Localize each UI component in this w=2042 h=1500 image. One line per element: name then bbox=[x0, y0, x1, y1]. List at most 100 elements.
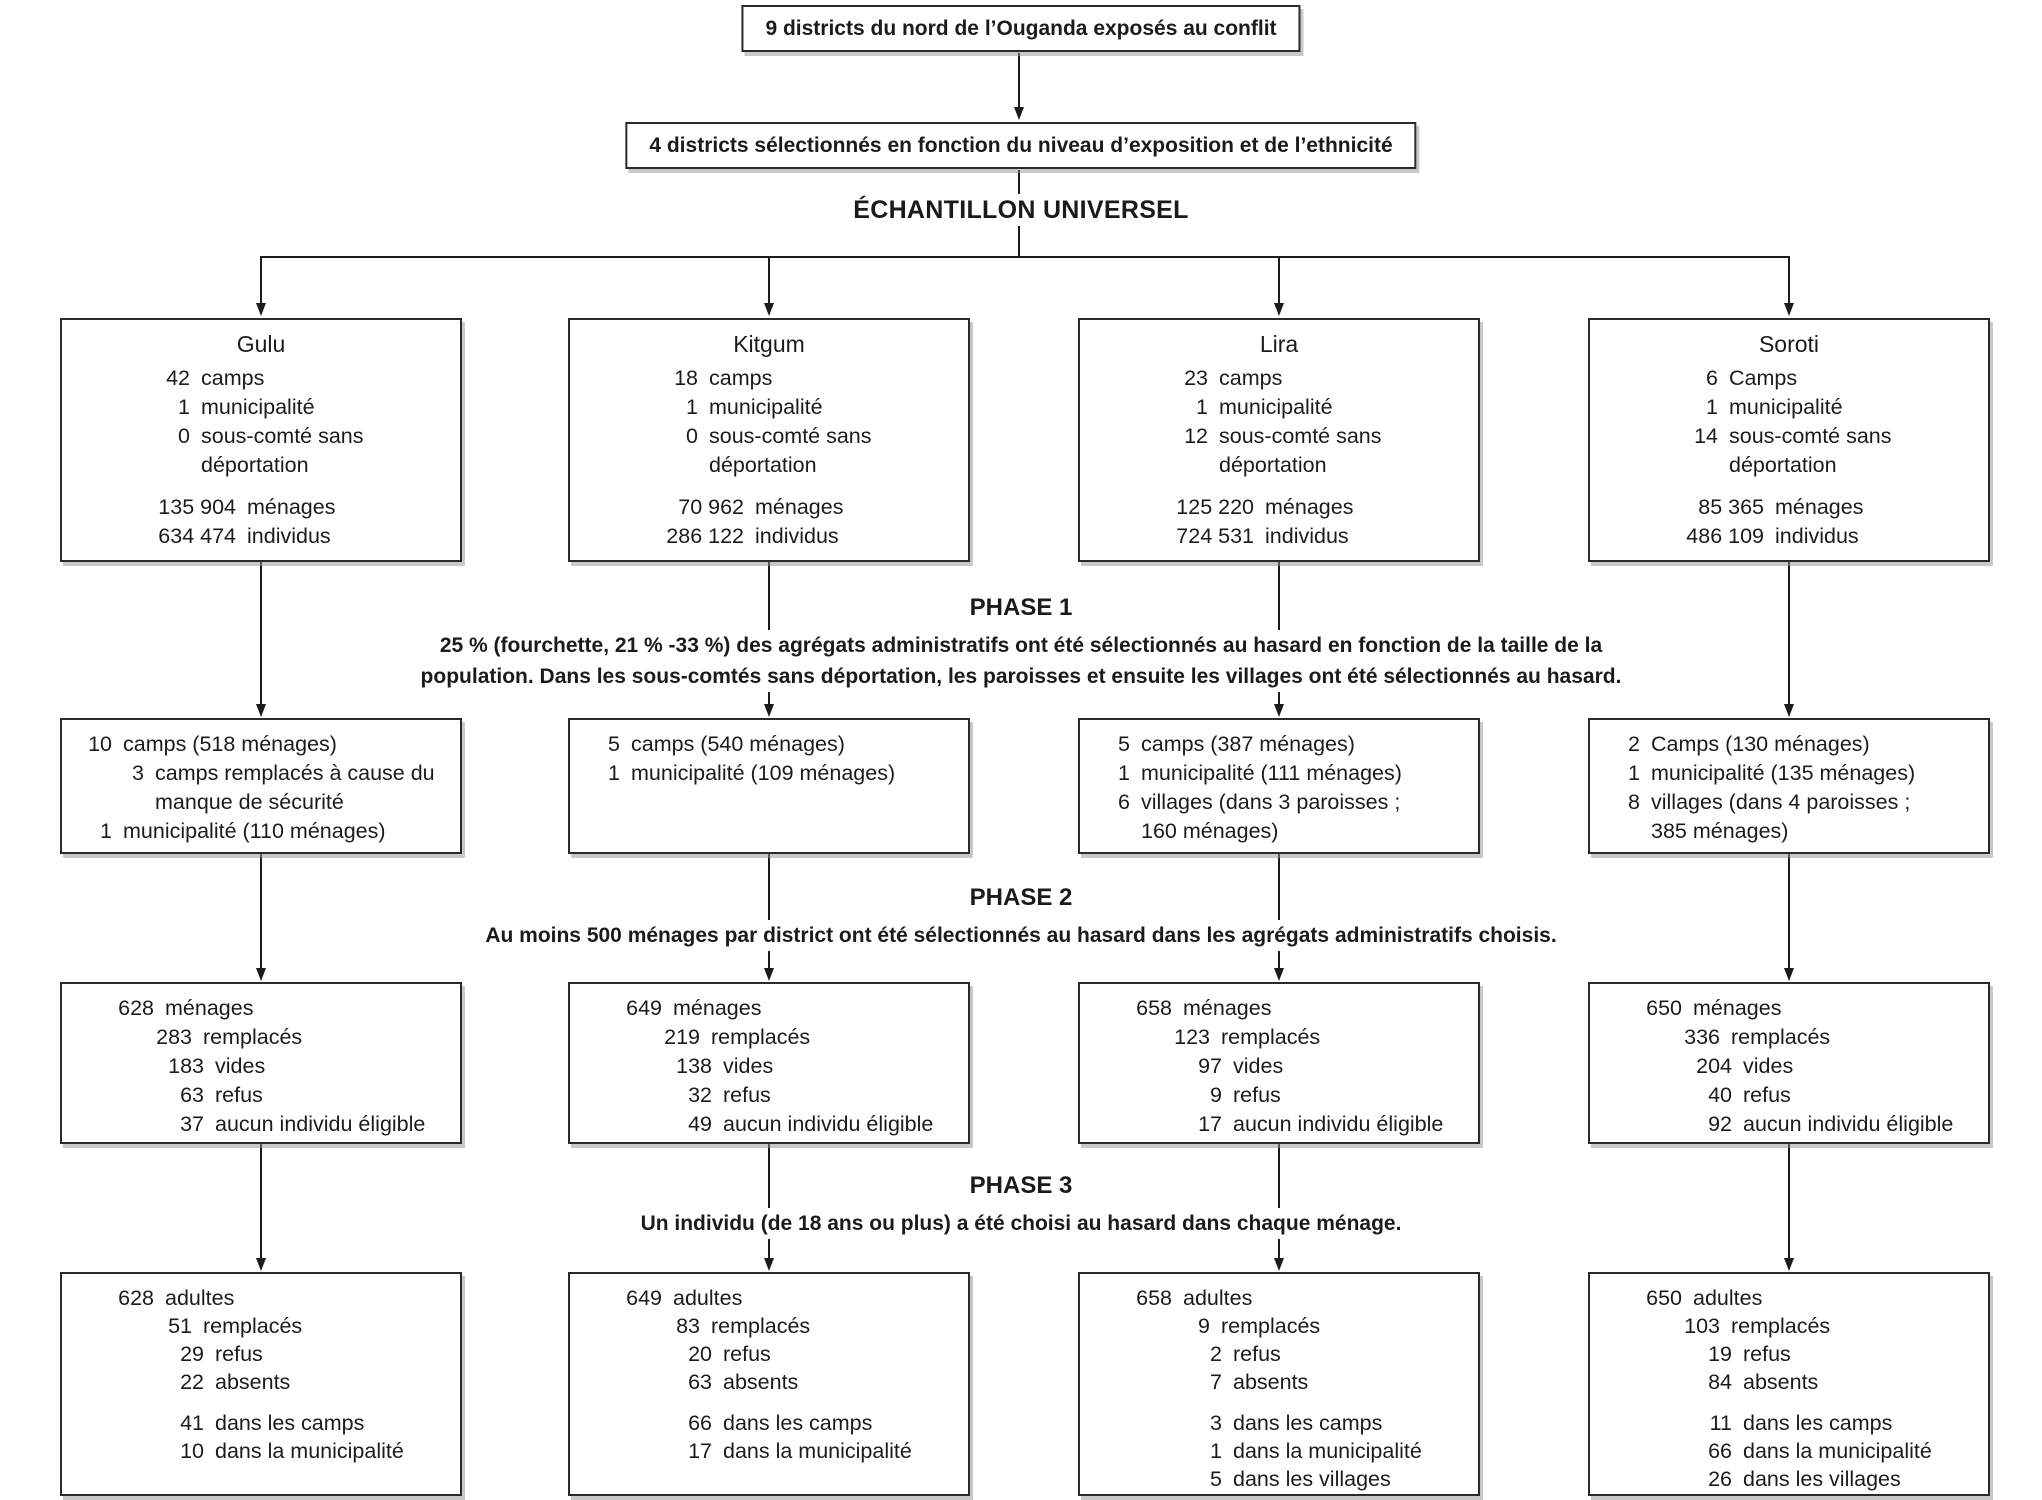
stat-value: 649 bbox=[626, 1286, 662, 1310]
stat-line: 85 365 ménages bbox=[1606, 493, 1976, 522]
stat-value: 49 bbox=[688, 1112, 712, 1136]
stat-value: 650 bbox=[1646, 1286, 1682, 1310]
stat-value: 18 bbox=[674, 366, 698, 390]
stat-label: camps (540 ménages) bbox=[631, 732, 845, 756]
stat-label: Camps (130 ménages) bbox=[1651, 732, 1870, 756]
stat-value: 649 bbox=[626, 996, 662, 1020]
stat-value: 634 474 bbox=[158, 524, 236, 548]
stat-value bbox=[1096, 817, 1130, 846]
stat-value: 9 bbox=[1198, 1314, 1210, 1338]
stat-value: 123 bbox=[1174, 1025, 1210, 1049]
description-line: Un individu (de 18 ans ou plus) a été ch… bbox=[634, 1208, 1408, 1239]
stat-label: refus bbox=[215, 1083, 263, 1107]
stat-line: déportation bbox=[1606, 451, 1976, 480]
stat-value: 1 bbox=[608, 761, 620, 785]
description-line: Au moins 500 ménages par district ont ét… bbox=[479, 920, 1563, 951]
stat-value: 29 bbox=[180, 1342, 204, 1366]
stat-value bbox=[586, 451, 698, 480]
line-spacer bbox=[1606, 480, 1976, 493]
stat-value: 12 bbox=[1184, 424, 1208, 448]
stat-value: 51 bbox=[168, 1314, 192, 1338]
stat-value: 63 bbox=[688, 1370, 712, 1394]
stat-value: 37 bbox=[180, 1112, 204, 1136]
line-spacer bbox=[78, 1396, 448, 1409]
stat-label: 160 ménages) bbox=[1141, 819, 1279, 843]
stat-value: 103 bbox=[1684, 1314, 1720, 1338]
stat-value: 85 365 bbox=[1698, 495, 1764, 519]
box-4-districts: 4 districts sélectionnés en fonction du … bbox=[625, 122, 1417, 169]
stat-value: 8 bbox=[1628, 790, 1640, 814]
stat-value: 6 bbox=[1706, 366, 1718, 390]
stat-label: vides bbox=[215, 1054, 266, 1078]
stat-value: 183 bbox=[168, 1054, 204, 1078]
arrow-lira-phase3 bbox=[1273, 1144, 1284, 1271]
stat-value: 40 bbox=[1708, 1083, 1732, 1107]
box-9-districts: 9 districts du nord de l’Ouganda exposés… bbox=[741, 5, 1301, 52]
stat-label: municipalité (109 ménages) bbox=[631, 761, 896, 785]
line-spacer bbox=[586, 480, 956, 493]
stat-value: 6 bbox=[1118, 790, 1130, 814]
stat-label: Camps bbox=[1729, 366, 1798, 390]
stat-value: 3 bbox=[132, 761, 144, 785]
district-title-gulu: Gulu bbox=[236, 331, 286, 357]
stat-label: aucun individu éligible bbox=[723, 1112, 934, 1136]
stat-value: 42 bbox=[166, 366, 190, 390]
arrow-branch-gulu bbox=[255, 256, 266, 316]
stat-value: 658 bbox=[1136, 996, 1172, 1020]
description-line: 25 % (fourchette, 21 % -33 %) des agréga… bbox=[433, 630, 1609, 661]
stat-value: 135 904 bbox=[158, 495, 236, 519]
stat-value: 3 bbox=[1210, 1411, 1222, 1435]
stat-label: absents bbox=[1233, 1370, 1309, 1394]
stat-label: manque de sécurité bbox=[155, 790, 344, 814]
stat-label: refus bbox=[723, 1083, 771, 1107]
stat-label: déportation bbox=[1729, 453, 1837, 477]
stat-label: adultes bbox=[673, 1286, 743, 1310]
stat-label: dans les camps bbox=[1743, 1411, 1893, 1435]
stat-label: aucun individu éligible bbox=[1743, 1112, 1954, 1136]
stat-label: municipalité bbox=[1219, 395, 1333, 419]
stat-label: dans les villages bbox=[1743, 1467, 1901, 1491]
stat-label: déportation bbox=[201, 453, 309, 477]
stat-label: absents bbox=[215, 1370, 291, 1394]
stat-value: 1 bbox=[1196, 395, 1208, 419]
stat-label: municipalité (111 ménages) bbox=[1141, 761, 1402, 785]
stat-line: 1 municipalité (109 ménages) bbox=[586, 759, 956, 788]
stat-label: remplacés bbox=[1221, 1314, 1321, 1338]
stat-label: individus bbox=[247, 524, 331, 548]
stat-label: municipalité bbox=[1729, 395, 1843, 419]
stat-label: ménages bbox=[1775, 495, 1864, 519]
stat-label: vides bbox=[1743, 1054, 1794, 1078]
arrow-branch-soroti bbox=[1783, 256, 1794, 316]
stat-label: sous-comté sans bbox=[201, 424, 364, 448]
